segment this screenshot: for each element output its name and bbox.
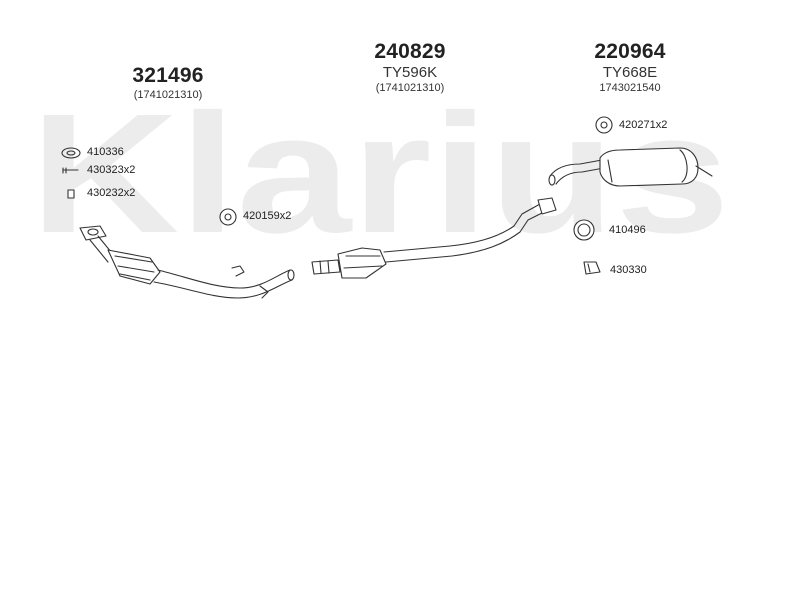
rubber-mount-icon [595, 116, 613, 134]
clamp-icon [583, 261, 601, 275]
rubber-mount-icon [219, 208, 237, 226]
ring-gasket-icon [61, 147, 81, 159]
part-number: 220964 [594, 40, 666, 63]
type-code: TY668E [602, 64, 658, 81]
ring-gasket-icon [573, 219, 595, 241]
part-number: 321496 [132, 64, 204, 87]
ref-code: 1743021540 [599, 82, 661, 94]
component-label: 430232x2 [87, 187, 136, 199]
assembly-240829: 240829 TY596K (1741021310) [355, 40, 465, 95]
type-code: TY596K [382, 64, 438, 81]
component-label: 410496 [609, 224, 646, 236]
part-number: 240829 [374, 40, 446, 63]
component-label: 430330 [610, 264, 647, 276]
component-label: 420271x2 [619, 119, 668, 131]
assembly-321496: 321496 (1741021310) [118, 64, 218, 102]
nut-icon [67, 189, 75, 199]
component-label: 430323x2 [87, 164, 136, 176]
rear-silencer [548, 147, 713, 187]
ref-code: (1741021310) [375, 82, 445, 94]
bolt-icon [62, 167, 79, 174]
component-label: 410336 [87, 146, 124, 158]
component-label: 420159x2 [243, 210, 292, 222]
centre-pipe [311, 197, 557, 279]
ref-code: (1741021310) [133, 89, 203, 101]
assembly-220964: 220964 TY668E 1743021540 [575, 40, 685, 95]
front-pipe-catalyst [79, 225, 295, 299]
